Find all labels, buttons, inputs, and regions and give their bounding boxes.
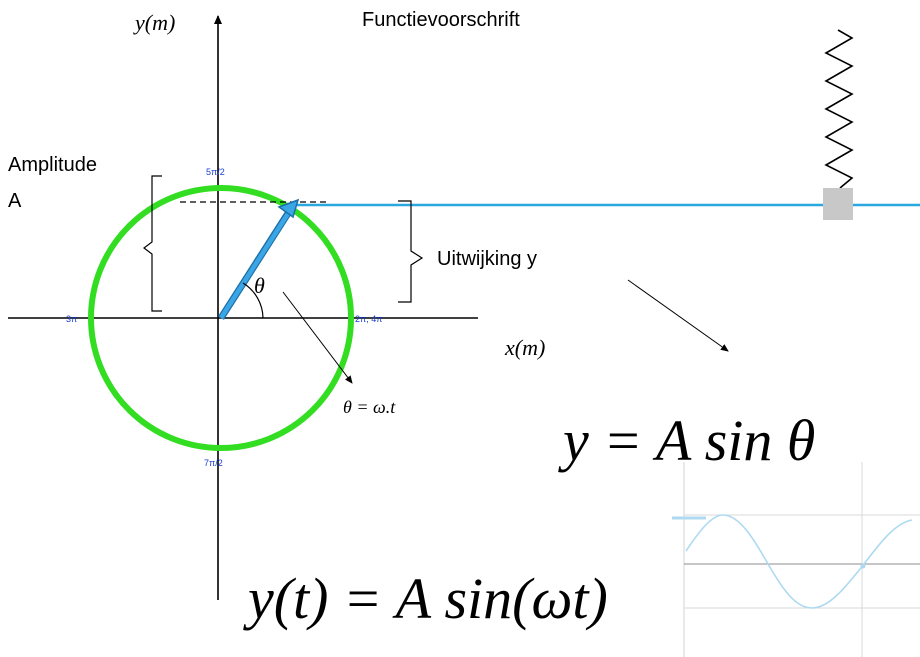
amplitude-label-line1: Amplitude — [8, 154, 97, 176]
theta-label: θ — [254, 273, 265, 298]
circle-tick-bottom: 7π/2 — [204, 458, 223, 468]
theta-pointer-arrow — [282, 291, 353, 384]
formula-y-of-t: y(t) = A sin(ωt) — [243, 566, 608, 631]
x-axis-label: x(m) — [504, 335, 545, 360]
sine-curve — [685, 514, 913, 609]
y-axis-label: y(m) — [133, 10, 175, 35]
circle-tick-left: 3π — [66, 314, 77, 324]
amplitude-label-line2: A — [8, 190, 22, 212]
angle-arc — [242, 282, 264, 319]
circle-tick-top: 5π/2 — [206, 167, 225, 177]
spring-coil — [824, 29, 854, 189]
circle-tick-right: 2π, 4π — [355, 314, 382, 324]
uitwijking-label: Uitwijking y — [437, 248, 537, 270]
formula-pointer-arrow — [627, 279, 729, 352]
unit-circle — [88, 185, 354, 451]
sine-graph — [672, 462, 920, 657]
rotating-vector — [218, 198, 300, 320]
title: Functievoorschrift — [362, 9, 520, 31]
theta-equation: θ = ω.t — [343, 397, 396, 417]
spring-mass — [823, 188, 853, 220]
uitwijking-brace — [398, 200, 424, 303]
amplitude-brace — [143, 175, 162, 312]
